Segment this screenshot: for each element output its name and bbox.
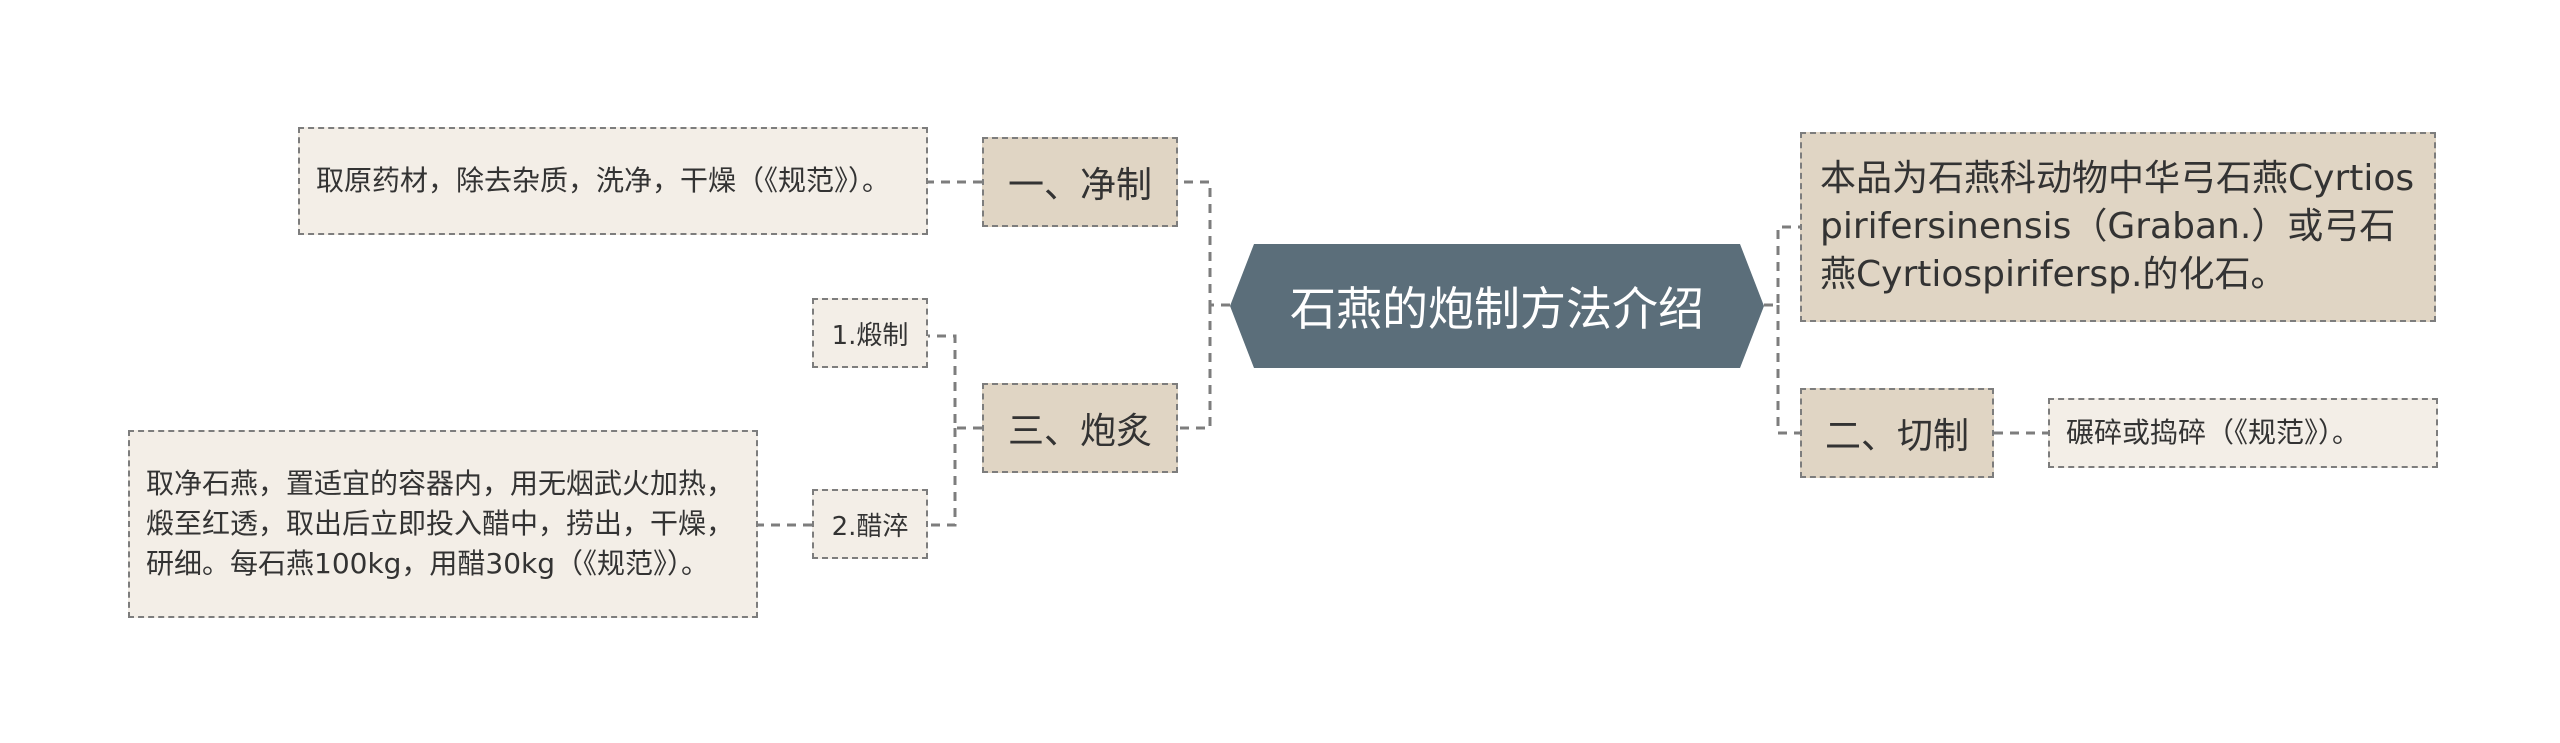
subtopic-cuicui-label: 2.醋淬 xyxy=(831,511,909,542)
central-topic[interactable]: 石燕的炮制方法介绍 xyxy=(1230,244,1764,368)
leaf-cuicui-content: 取净石燕，置适宜的容器内，用无烟武火加热，煅至红透，取出后立即投入醋中，捞出，干… xyxy=(146,467,735,580)
topic-description-text: 本品为石燕科动物中华弓石燕Cyrtiospirifersinensis（Grab… xyxy=(1820,158,2415,295)
subtopic-cuicui[interactable]: 2.醋淬 xyxy=(812,489,928,559)
topic-paozhi-label: 三、炮炙 xyxy=(1007,411,1152,452)
topic-paozhi[interactable]: 三、炮炙 xyxy=(982,383,1178,473)
leaf-jingzhi-content: 取原药材，除去杂质，洗净，干燥（《规范》）。 xyxy=(316,164,891,197)
central-topic-shape xyxy=(1230,244,1764,368)
topic-jingzhi[interactable]: 一、净制 xyxy=(982,137,1178,227)
topic-qiezhi-label: 二、切制 xyxy=(1824,416,1969,457)
subtopic-duanzhi[interactable]: 1.煅制 xyxy=(812,298,928,368)
central-topic-title: 石燕的炮制方法介绍 xyxy=(1290,282,1704,336)
leaf-cuicui-text[interactable]: 取净石燕，置适宜的容器内，用无烟武火加热，煅至红透，取出后立即投入醋中，捞出，干… xyxy=(128,430,758,618)
leaf-qiezhi-content: 碾碎或捣碎（《规范》）。 xyxy=(2066,416,2361,449)
subtopic-duanzhi-label: 1.煅制 xyxy=(831,320,909,351)
topic-qiezhi[interactable]: 二、切制 xyxy=(1800,388,1994,478)
leaf-jingzhi-text[interactable]: 取原药材，除去杂质，洗净，干燥（《规范》）。 xyxy=(298,127,928,235)
topic-description[interactable]: 本品为石燕科动物中华弓石燕Cyrtiospirifersinensis（Grab… xyxy=(1800,132,2436,322)
leaf-qiezhi-text[interactable]: 碾碎或捣碎（《规范》）。 xyxy=(2048,398,2438,468)
topic-jingzhi-label: 一、净制 xyxy=(1007,165,1152,206)
